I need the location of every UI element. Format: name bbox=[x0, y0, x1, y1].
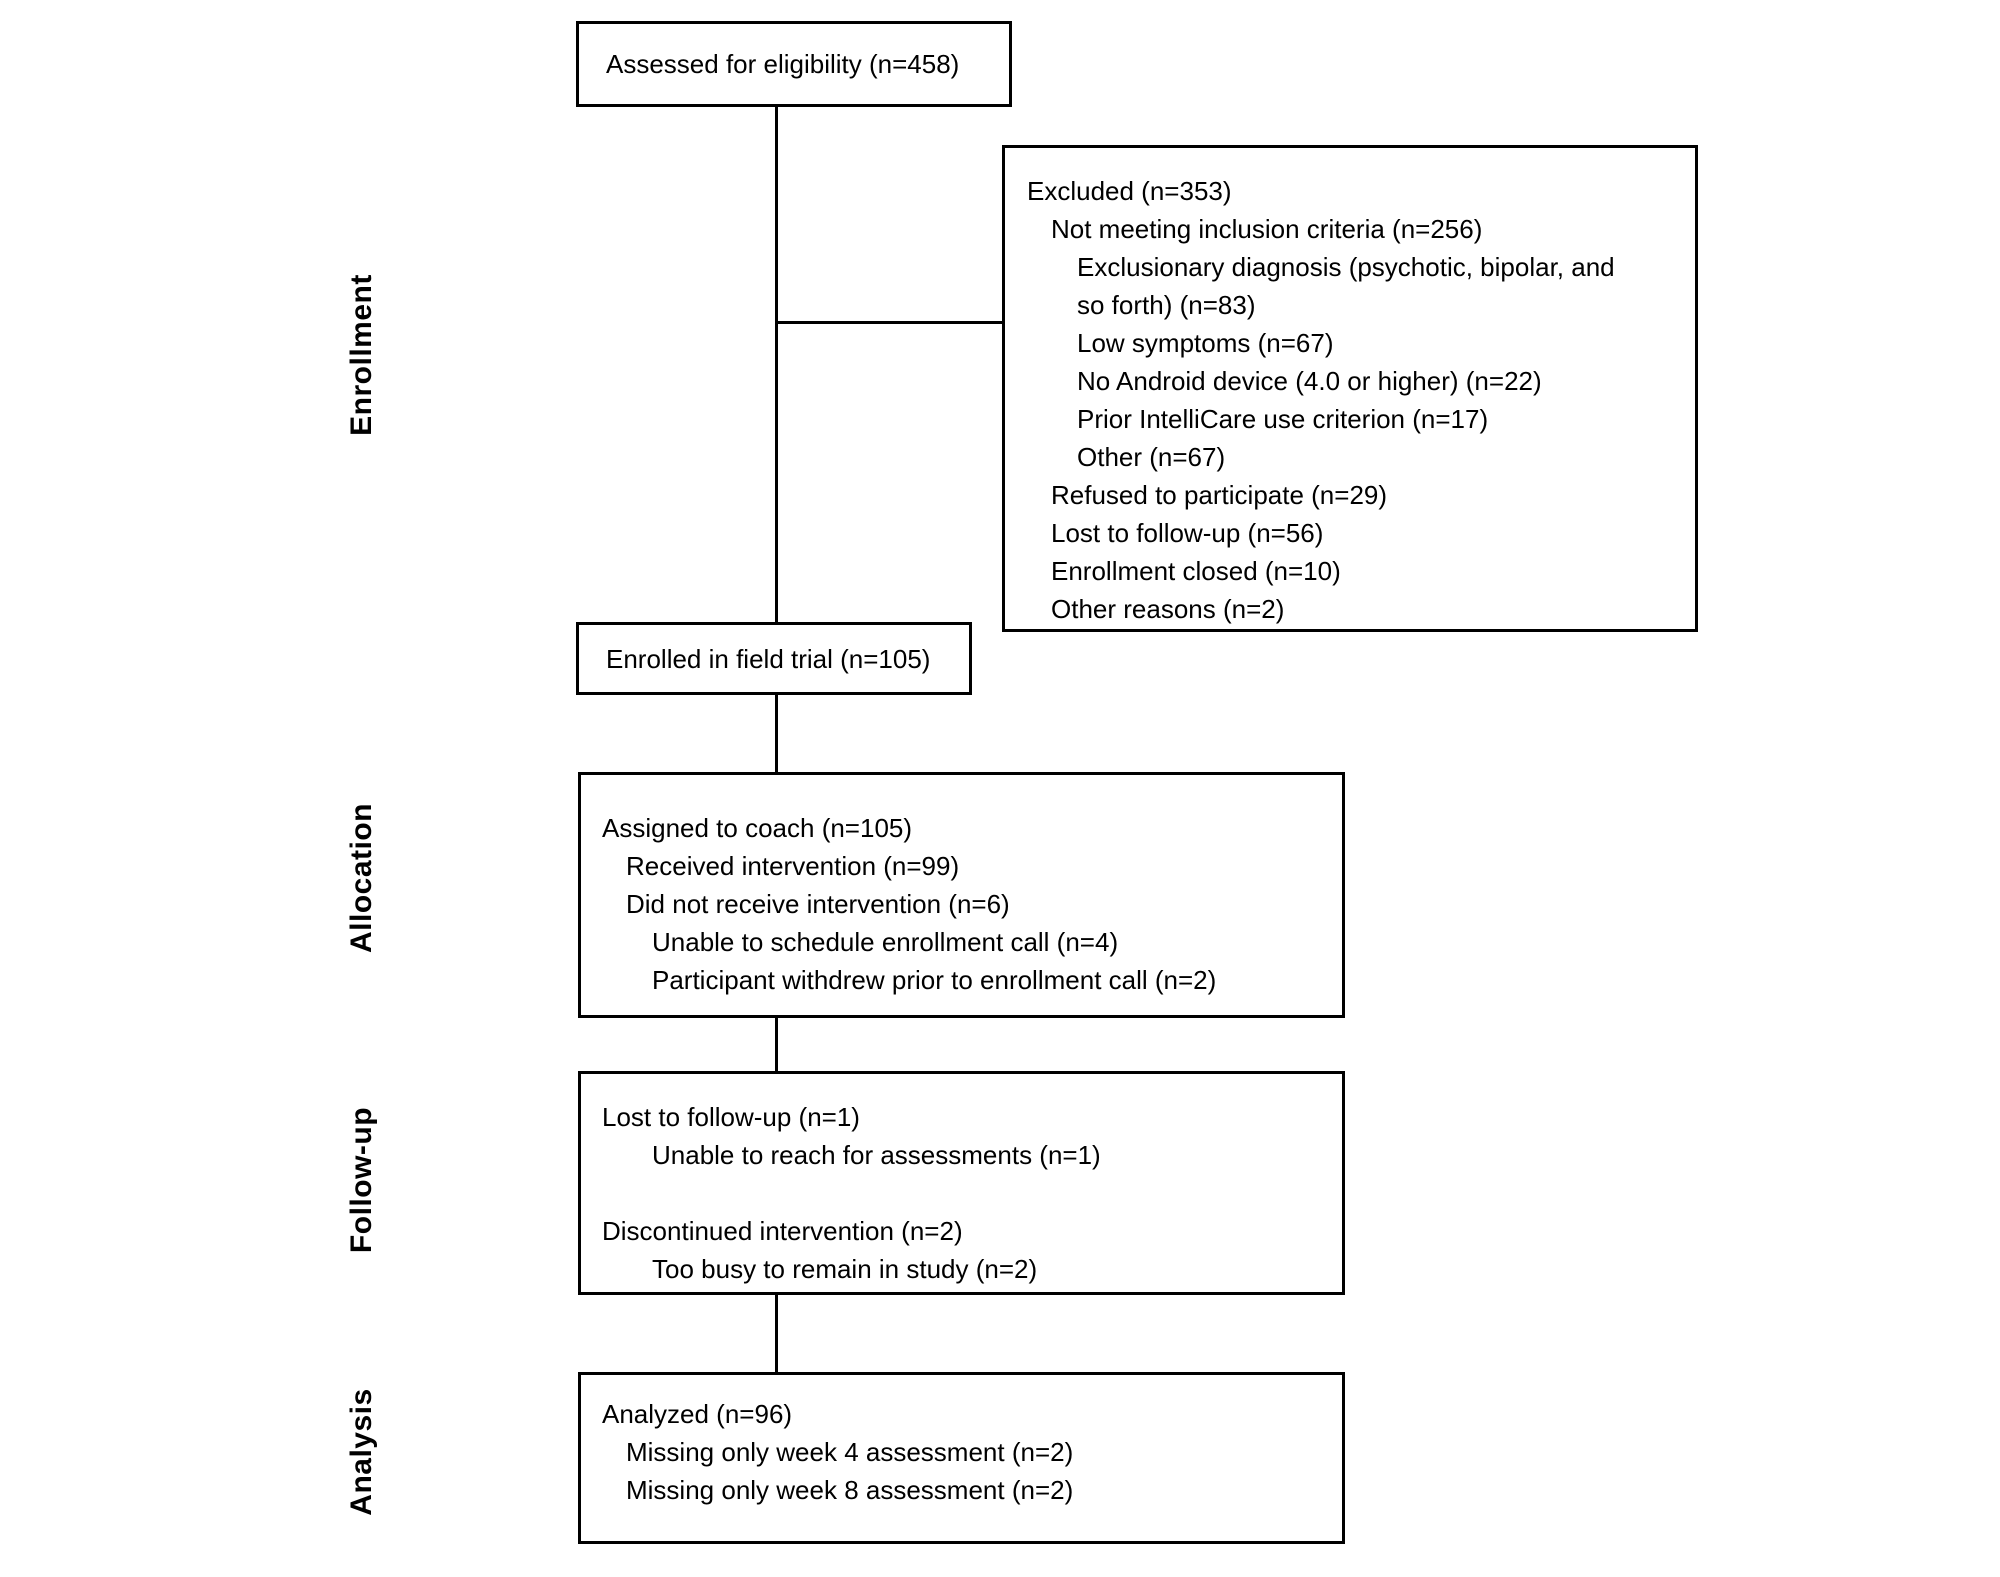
excluded-box: Excluded (n=353) Not meeting inclusion c… bbox=[1002, 145, 1698, 632]
box-line: Prior IntelliCare use criterion (n=17) bbox=[1077, 404, 1489, 434]
box-line: Unable to reach for assessments (n=1) bbox=[652, 1140, 1101, 1170]
box-line: Assessed for eligibility (n=458) bbox=[606, 49, 960, 79]
box-line: Did not receive intervention (n=6) bbox=[626, 889, 1010, 919]
box-line: Too busy to remain in study (n=2) bbox=[652, 1254, 1038, 1284]
box-line: Discontinued intervention (n=2) bbox=[602, 1216, 963, 1246]
box-line: Analyzed (n=96) bbox=[602, 1399, 793, 1429]
box-line: Excluded (n=353) bbox=[1027, 176, 1232, 206]
box-line: so forth) (n=83) bbox=[1077, 290, 1256, 320]
box-line: Not meeting inclusion criteria (n=256) bbox=[1051, 214, 1483, 244]
box-line: Enrollment closed (n=10) bbox=[1051, 556, 1341, 586]
assessed-box: Assessed for eligibility (n=458) bbox=[576, 21, 1012, 107]
allocation-box: Assigned to coach (n=105) Received inter… bbox=[578, 772, 1345, 1018]
box-line: Low symptoms (n=67) bbox=[1077, 328, 1334, 358]
box-line: Refused to participate (n=29) bbox=[1051, 480, 1388, 510]
box-line: Received intervention (n=99) bbox=[626, 851, 960, 881]
box-line: Other reasons (n=2) bbox=[1051, 594, 1285, 624]
section-label-enrollment: Enrollment bbox=[345, 274, 378, 436]
box-line: Enrolled in field trial (n=105) bbox=[606, 643, 931, 674]
box-line: Unable to schedule enrollment call (n=4) bbox=[652, 927, 1119, 957]
box-line: Assigned to coach (n=105) bbox=[602, 813, 913, 843]
box-line: Exclusionary diagnosis (psychotic, bipol… bbox=[1077, 252, 1615, 282]
section-label-followup: Follow-up bbox=[345, 1106, 378, 1254]
section-label-allocation: Allocation bbox=[345, 802, 378, 954]
box-line-spacer bbox=[602, 1174, 1332, 1212]
followup-box: Lost to follow-up (n=1) Unable to reach … bbox=[578, 1071, 1345, 1295]
connector-branch-to-excluded bbox=[775, 321, 1002, 324]
box-line: Missing only week 8 assessment (n=2) bbox=[626, 1475, 1074, 1505]
box-line: Lost to follow-up (n=56) bbox=[1051, 518, 1324, 548]
box-line: Other (n=67) bbox=[1077, 442, 1226, 472]
box-line: Lost to follow-up (n=1) bbox=[602, 1102, 860, 1132]
analysis-box: Analyzed (n=96) Missing only week 4 asse… bbox=[578, 1372, 1345, 1544]
connector-followup-to-analysis bbox=[775, 1295, 778, 1372]
connector-assessed-to-enrolled bbox=[775, 107, 778, 622]
box-line: No Android device (4.0 or higher) (n=22) bbox=[1077, 366, 1542, 396]
box-line: Missing only week 4 assessment (n=2) bbox=[626, 1437, 1074, 1467]
connector-allocation-to-followup bbox=[775, 1018, 778, 1071]
box-line: Participant withdrew prior to enrollment… bbox=[652, 965, 1217, 995]
section-label-analysis: Analysis bbox=[345, 1388, 378, 1516]
connector-enrolled-to-allocation bbox=[775, 695, 778, 772]
enrolled-box: Enrolled in field trial (n=105) bbox=[576, 622, 972, 695]
